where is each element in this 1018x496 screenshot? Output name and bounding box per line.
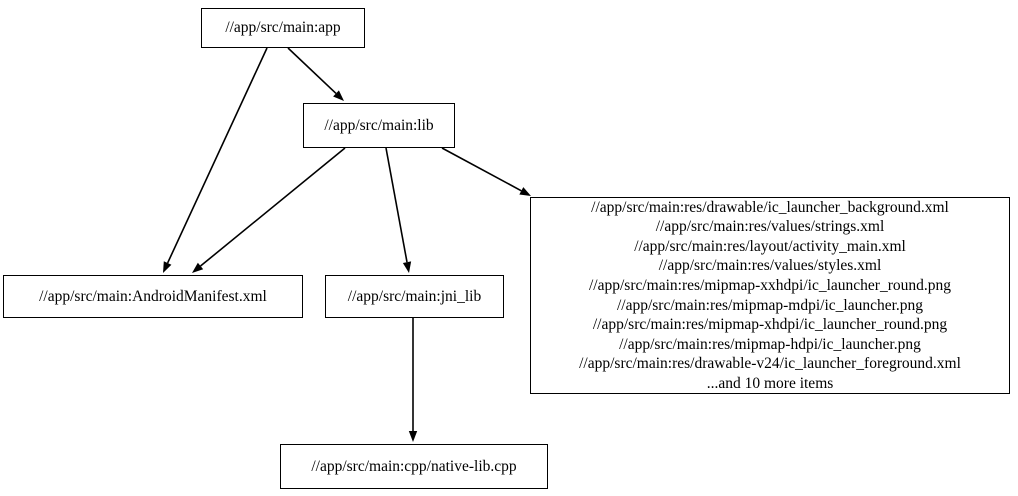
- res-group-line: //app/src/main:res/drawable/ic_launcher_…: [591, 198, 949, 216]
- node-android-manifest[interactable]: //app/src/main:AndroidManifest.xml: [3, 275, 303, 318]
- node-app[interactable]: //app/src/main:app: [201, 8, 365, 48]
- node-lib[interactable]: //app/src/main:lib: [303, 103, 455, 148]
- graph-edge: [441, 147, 522, 192]
- node-native-lib-cpp[interactable]: //app/src/main:cpp/native-lib.cpp: [280, 444, 548, 489]
- graph-edge: [385, 147, 408, 263]
- graph-edge-arrowhead: [402, 261, 412, 273]
- graph-edge-arrowhead: [333, 90, 344, 101]
- graph-edge: [287, 47, 337, 95]
- node-android-manifest-label: //app/src/main:AndroidManifest.xml: [39, 287, 267, 305]
- node-res-group[interactable]: //app/src/main:res/drawable/ic_launcher_…: [530, 197, 1010, 394]
- res-group-line: //app/src/main:res/layout/activity_main.…: [634, 237, 906, 255]
- res-group-line: //app/src/main:res/mipmap-xhdpi/ic_launc…: [592, 316, 948, 334]
- node-jni-lib-label: //app/src/main:jni_lib: [347, 287, 482, 305]
- node-jni-lib[interactable]: //app/src/main:jni_lib: [325, 275, 504, 318]
- node-native-lib-cpp-label: //app/src/main:cpp/native-lib.cpp: [311, 457, 517, 475]
- res-group-line: ...and 10 more items: [706, 374, 834, 392]
- res-group-line: //app/src/main:res/drawable-v24/ic_launc…: [579, 355, 961, 373]
- res-group-line: //app/src/main:res/mipmap-mdpi/ic_launch…: [616, 296, 924, 314]
- graph-edge: [200, 147, 346, 267]
- res-group-line: //app/src/main:res/values/strings.xml: [655, 218, 885, 236]
- res-group-line: //app/src/main:res/values/styles.xml: [658, 257, 882, 275]
- graph-edge-arrowhead: [192, 262, 204, 273]
- node-lib-label: //app/src/main:lib: [324, 116, 434, 134]
- res-group-line: //app/src/main:res/mipmap-xxhdpi/ic_laun…: [588, 276, 951, 294]
- graph-edge-arrowhead: [408, 431, 418, 442]
- graph-edge-arrowhead: [519, 187, 531, 196]
- graph-edge: [166, 47, 268, 264]
- graph-edge-arrowhead: [163, 261, 172, 273]
- node-app-label: //app/src/main:app: [225, 19, 341, 37]
- res-group-line: //app/src/main:res/mipmap-hdpi/ic_launch…: [619, 335, 921, 353]
